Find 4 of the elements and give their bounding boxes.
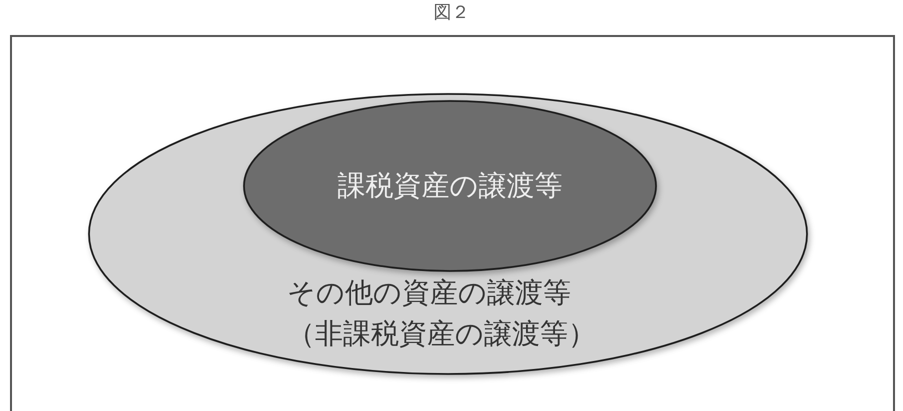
ellipse-label: （非課税資産の譲渡等）	[287, 316, 596, 352]
ellipse-label: その他の資産の譲渡等	[287, 275, 572, 311]
ellipse-label: 課税資産の譲渡等	[338, 168, 562, 204]
figure-title: 図２	[432, 2, 470, 24]
